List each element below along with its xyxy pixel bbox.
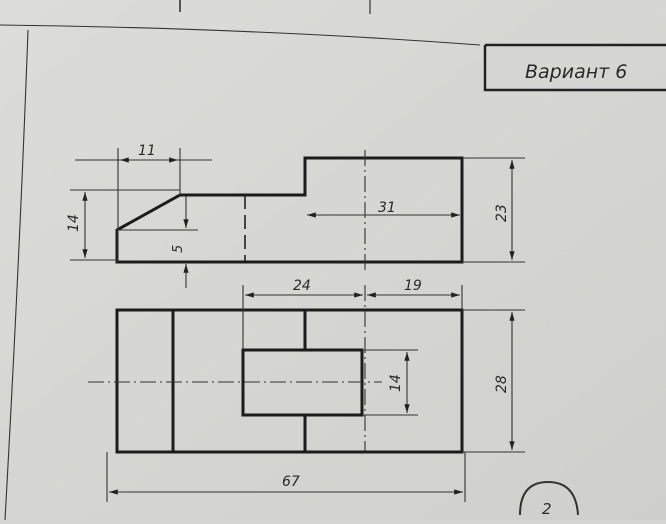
page-number-circle: 2 xyxy=(519,480,579,518)
dim-19: 19 xyxy=(404,278,422,294)
dim-23: 23 xyxy=(494,204,510,222)
dim-11: 11 xyxy=(138,143,156,159)
dim-28: 28 xyxy=(494,375,510,393)
dim-31: 31 xyxy=(378,200,396,216)
front-view: 14 11 5 31 23 xyxy=(66,143,525,288)
front-outline xyxy=(115,156,464,264)
page-number: 2 xyxy=(542,500,552,518)
dim-14-slot: 14 xyxy=(388,374,404,392)
dim-67: 67 xyxy=(282,474,300,490)
page-fold xyxy=(4,29,29,521)
variant-label: Вариант 6 xyxy=(525,61,627,83)
dim-24: 24 xyxy=(293,278,311,294)
top-view: 24 19 14 28 67 xyxy=(88,278,525,502)
dim-5: 5 xyxy=(171,245,186,253)
dim-14-left: 14 xyxy=(66,214,82,232)
title-block: Вариант 6 xyxy=(483,43,666,92)
top-outline xyxy=(115,308,464,454)
page-edge xyxy=(0,24,481,46)
